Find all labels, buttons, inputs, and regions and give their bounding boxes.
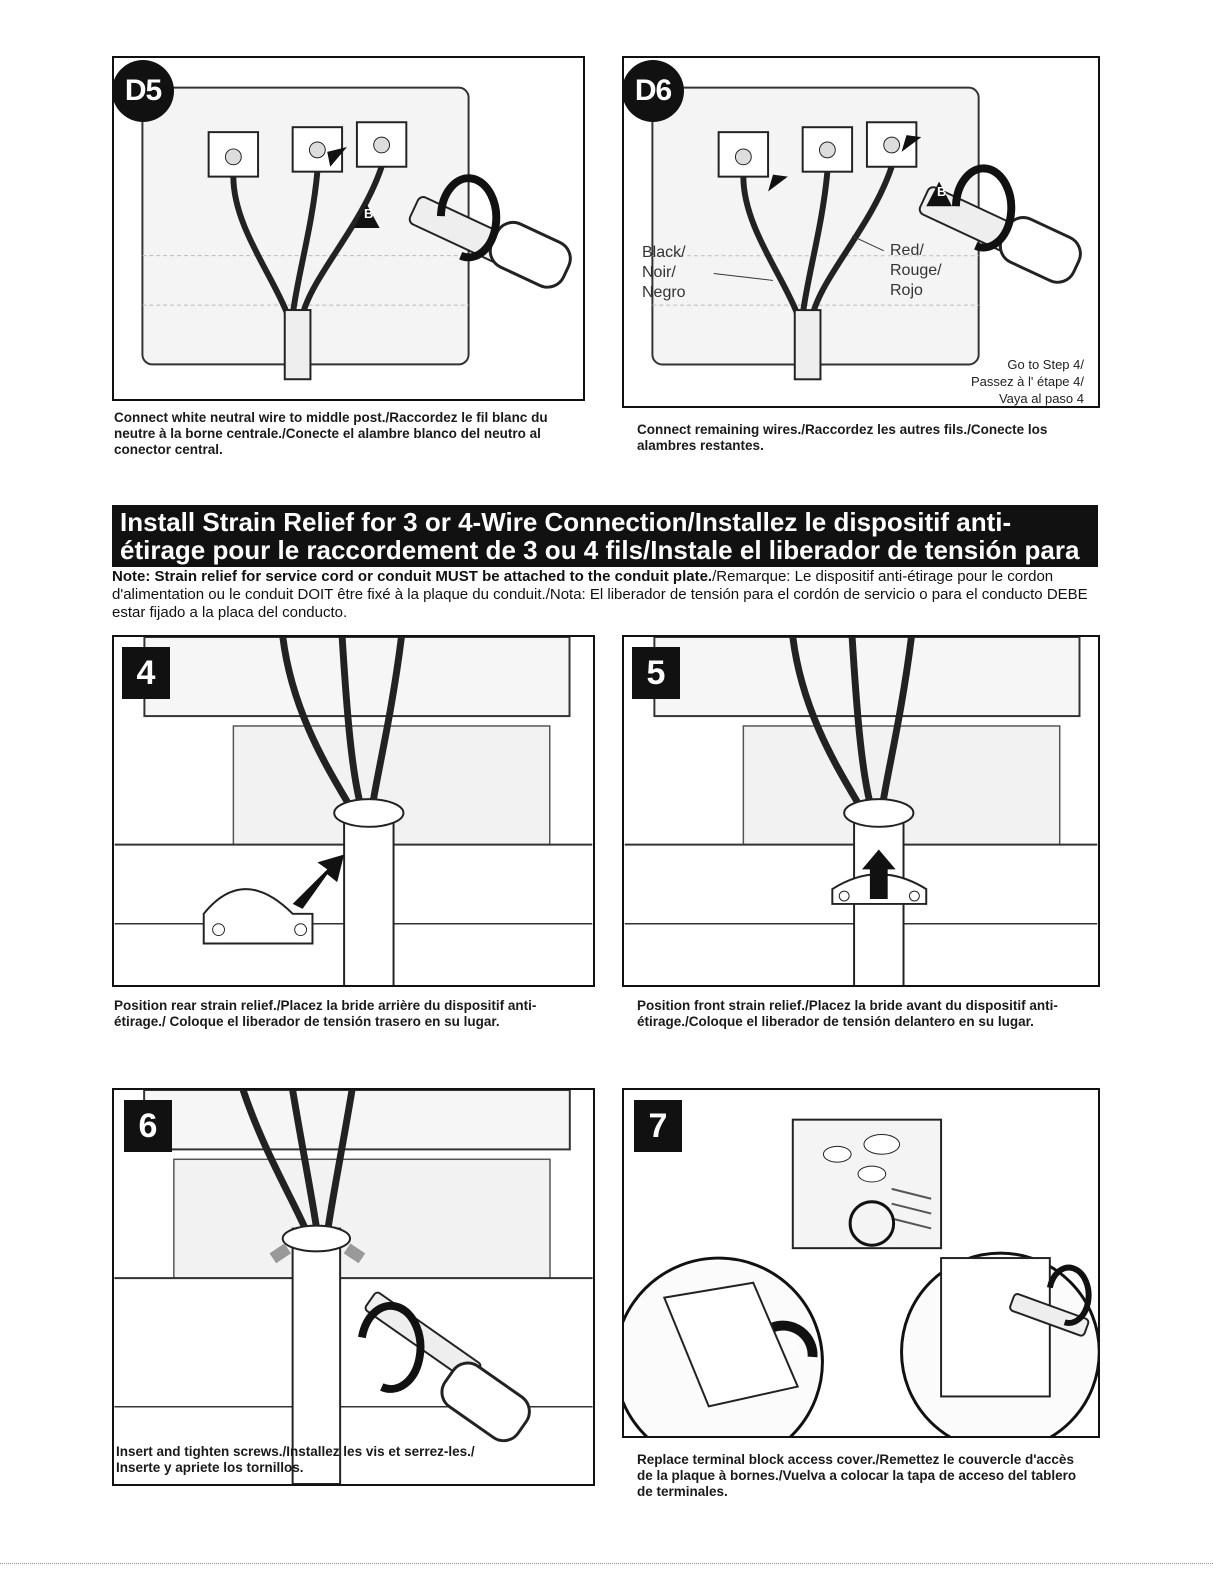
callout-b-label: B	[364, 206, 374, 221]
step-d5-badge: D5	[114, 60, 174, 122]
callout-b-label: B	[937, 184, 947, 199]
terminal-block-drawing	[651, 86, 1082, 381]
wire-label-red: Red/ Rouge/ Rojo	[890, 241, 942, 301]
section-title: Install Strain Relief for 3 or 4-Wire Co…	[112, 505, 1098, 592]
step-5-caption: Position front strain relief./Placez la …	[637, 998, 1058, 1029]
goto-fr: Passez à l' étape 4/	[970, 374, 1084, 389]
strain-relief-note: Note: Strain relief for service cord or …	[112, 568, 1102, 622]
strain-relief-rear-drawing	[114, 637, 593, 985]
step-7-illustration: 7 2	[622, 1088, 1100, 1438]
step-6-caption: Insert and tighten screws./Installez les…	[116, 1444, 475, 1475]
callout-2-label: 2	[789, 1335, 797, 1351]
step-6-badge: 6	[124, 1100, 172, 1152]
note-must: MUST	[435, 568, 478, 585]
goto-step-4: Go to Step 4/ Passez à l' étape 4/ Vaya …	[970, 356, 1084, 406]
note-bold: Note: Strain relief for service cord or …	[112, 568, 432, 585]
step-4-caption: Position rear strain relief./Placez la b…	[114, 998, 537, 1029]
goto-es: Vaya al paso 4	[998, 391, 1084, 406]
insert-screws-drawing	[114, 1090, 593, 1484]
replace-cover-drawing	[624, 1118, 1098, 1436]
step-5-badge: 5	[632, 647, 680, 699]
step-d6-illustration: D6 Black/ Noir/ Negro Red/ Rouge/ Rojo B…	[622, 56, 1100, 408]
label-red-en: Red/	[890, 242, 924, 259]
wire-label-black: Black/ Noir/ Negro	[642, 243, 686, 303]
step-d6-caption: Connect remaining wires./Raccordez les a…	[637, 422, 1048, 453]
step-d5-caption: Connect white neutral wire to middle pos…	[114, 410, 548, 457]
terminal-block-drawing	[141, 86, 572, 381]
label-red-fr: Rouge/	[890, 262, 942, 279]
label-black-es: Negro	[642, 284, 686, 301]
strain-relief-front-drawing	[624, 637, 1098, 985]
label-black-fr: Noir/	[642, 264, 676, 281]
step-7-badge: 7	[634, 1100, 682, 1152]
note-bold-2: be attached to the conduit plate.	[482, 568, 713, 585]
page-bottom-rule	[0, 1563, 1213, 1564]
step-4-badge: 4	[122, 647, 170, 699]
step-6-illustration: 6	[112, 1088, 595, 1486]
step-5-illustration: 5	[622, 635, 1100, 987]
note-rest: /Remarque: Le dispositif anti-étirage po…	[112, 568, 1088, 621]
step-4-illustration: 4	[112, 635, 595, 987]
step-d5-illustration: D5 B	[112, 56, 585, 401]
goto-en: Go to Step 4/	[1007, 357, 1084, 372]
label-red-es: Rojo	[890, 282, 923, 299]
label-black-en: Black/	[642, 244, 686, 261]
step-7-caption: Replace terminal block access cover./Rem…	[637, 1452, 1077, 1499]
step-d6-badge: D6	[624, 60, 684, 122]
